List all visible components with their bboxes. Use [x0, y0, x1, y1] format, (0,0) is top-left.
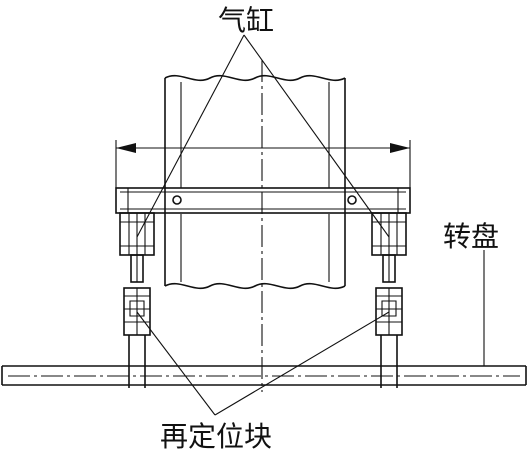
turntable-plate: [1, 365, 527, 386]
dimension-line: [115, 140, 411, 188]
label-turntable: 转盘: [443, 220, 499, 253]
bolt-hole-right: [347, 195, 357, 205]
right-upper-block: [371, 212, 407, 283]
left-relocating-block: [123, 287, 151, 388]
cross-bar: [115, 187, 411, 214]
bolt-hole-left: [172, 195, 182, 205]
label-relocating-block: 再定位块: [160, 420, 272, 453]
right-relocating-block: [375, 287, 403, 388]
left-upper-block: [119, 212, 155, 283]
label-cylinder: 气缸: [218, 4, 274, 37]
leader-lines: [136, 34, 485, 416]
cylinder-body: [164, 74, 346, 290]
